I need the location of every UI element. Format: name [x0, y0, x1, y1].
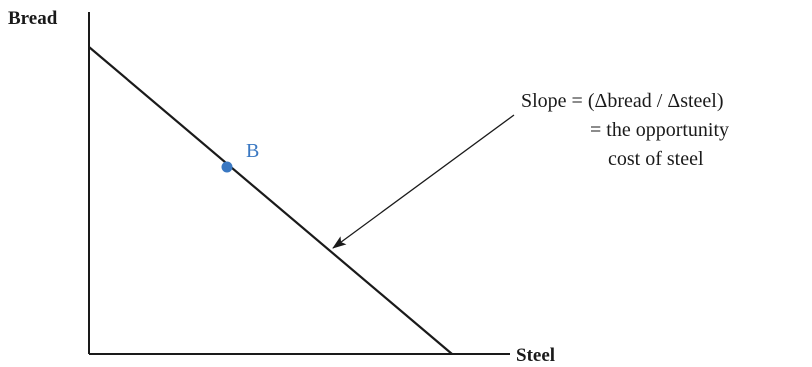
production-possibilities-line — [88, 46, 453, 355]
point-b-marker — [221, 161, 233, 173]
point-b-label: B — [246, 140, 259, 162]
annotation-line-3: cost of steel — [608, 148, 704, 170]
slope-arrow — [332, 114, 515, 249]
annotation-line-2: = the opportunity — [590, 119, 729, 141]
x-axis-label: Steel — [516, 345, 555, 366]
annotation-line-1: Slope = (Δbread / Δsteel) — [521, 90, 724, 112]
y-axis-label: Bread — [8, 8, 58, 29]
